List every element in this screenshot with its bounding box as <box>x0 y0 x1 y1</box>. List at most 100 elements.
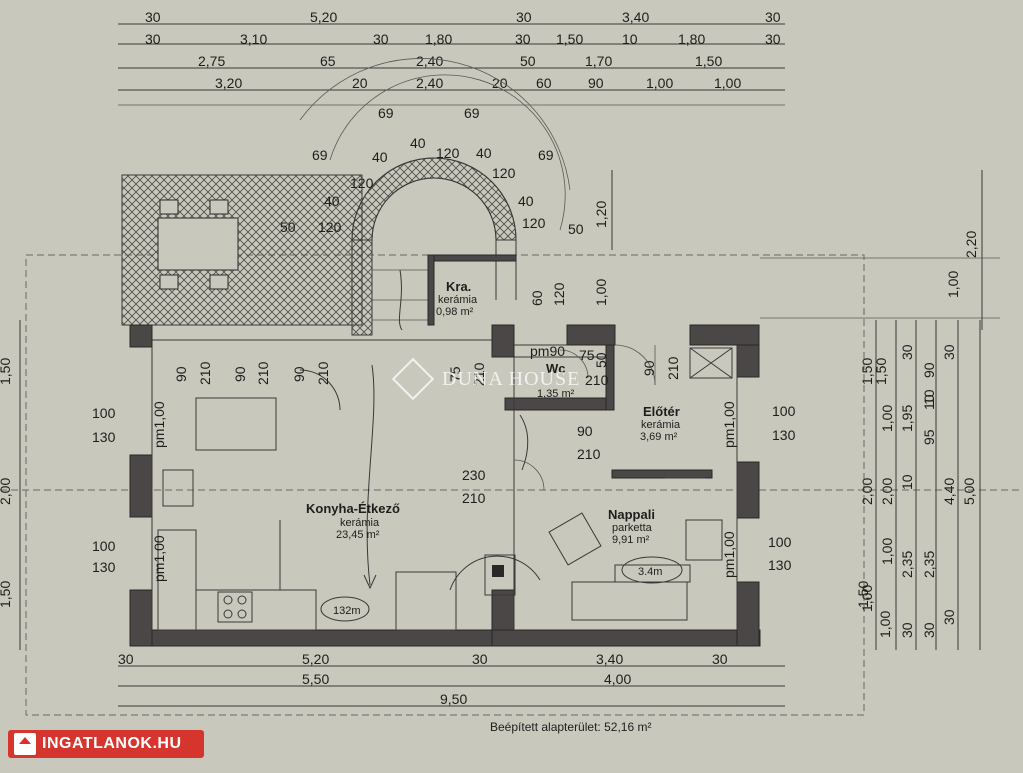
int-n100a: 100 <box>772 403 796 419</box>
int-d210c: 210 <box>315 361 331 385</box>
int-d210b: 210 <box>255 361 271 385</box>
handwritten-note-1: 132m <box>333 605 361 617</box>
int-pm4: pm1,00 <box>721 531 737 578</box>
walls <box>129 254 761 647</box>
portal-badge-text: INGATLANOK.HU <box>42 735 182 752</box>
built-area-label: Beépített alapterület: <box>490 720 601 734</box>
room-eloter-floor: kerámia <box>641 419 681 431</box>
dim-r2-3: 1,80 <box>425 31 452 47</box>
right-col-23: 30 <box>941 609 957 625</box>
int-d50: 50 <box>593 352 609 368</box>
dim-r3-2: 2,40 <box>416 53 443 69</box>
left-dim-1: 2,00 <box>0 478 13 505</box>
right-col-6: 10 <box>921 394 937 410</box>
right-col-13: 4,40 <box>941 478 957 505</box>
dim-r2-8: 30 <box>765 31 781 47</box>
right-col-15: 1,00 <box>859 585 875 612</box>
int-d90a: 90 <box>173 366 189 382</box>
room-wc-area: 1,35 m² <box>537 388 575 400</box>
portal-badge[interactable]: INGATLANOK.HU <box>8 730 204 758</box>
int-k100b: 100 <box>92 538 116 554</box>
stair-dim-12: 120 <box>318 219 342 235</box>
bottom-dim-1: 5,20 <box>302 651 329 667</box>
right-tall-0: 1,20 <box>593 201 609 228</box>
dim-r1-3: 3,40 <box>622 9 649 25</box>
int-d90c: 90 <box>291 366 307 382</box>
stair-dim-11: 50 <box>280 219 296 235</box>
stair-dim-4: 40 <box>476 145 492 161</box>
dim-r3-0: 2,75 <box>198 53 225 69</box>
spiral-stair <box>299 58 571 336</box>
duna-house-logo-icon <box>391 357 435 401</box>
room-konyha-floor: kerámia <box>340 517 380 529</box>
int-d75b: 75 <box>579 347 595 363</box>
dim-r4-7: 1,00 <box>714 75 741 91</box>
int-k130a: 130 <box>92 429 116 445</box>
dim-r4-3: 20 <box>492 75 508 91</box>
room-kamra-floor: kerámia <box>438 294 478 306</box>
duna-house-watermark: DUNA HOUSE <box>391 357 581 401</box>
right-col-22: 30 <box>921 622 937 638</box>
bottom-dim-7: 9,50 <box>440 691 467 707</box>
room-konyha-name: Konyha-Étkező <box>306 501 400 516</box>
right-col-5: 1,95 <box>899 405 915 432</box>
dim-r4-2: 2,40 <box>416 75 443 91</box>
int-k210: 210 <box>462 490 486 506</box>
int-n130a: 130 <box>772 427 796 443</box>
watermark-text: DUNA HOUSE <box>442 367 581 390</box>
right-col-14: 5,00 <box>961 478 977 505</box>
dim-r3-4: 1,70 <box>585 53 612 69</box>
int-pm1: pm1,00 <box>151 401 167 448</box>
room-nappali-name: Nappali <box>608 507 655 522</box>
door-arcs <box>513 344 656 491</box>
dim-r4-0: 3,20 <box>215 75 242 91</box>
int-pm3: pm1,00 <box>721 401 737 448</box>
built-area-value: 52,16 m² <box>604 720 652 734</box>
kitchen-furniture <box>157 369 541 631</box>
int-d75a: 75 <box>447 366 463 382</box>
right-col-8: 2,00 <box>859 478 875 505</box>
int-d90b: 90 <box>232 366 248 382</box>
stair-dim-3: 120 <box>436 145 460 161</box>
wall-lines <box>151 339 738 630</box>
int-d100: 1,00 <box>593 279 609 306</box>
bottom-dim-5: 5,50 <box>302 671 329 687</box>
right-col-16: 1,00 <box>879 538 895 565</box>
stair-dim-15: 50 <box>568 221 584 237</box>
room-wc-name: Wc <box>546 361 566 376</box>
room-nappali-floor: parketta <box>612 522 653 534</box>
right-dimension-lines <box>611 170 1000 650</box>
right-col-11: 95 <box>921 429 937 445</box>
stair-dim-13: 40 <box>518 193 534 209</box>
right-col-3: 30 <box>941 344 957 360</box>
int-d60: 60 <box>529 290 545 306</box>
int-d210wc: 210 <box>585 372 609 388</box>
room-kamra-name: Kra. <box>446 279 471 294</box>
right-col-21: 30 <box>899 622 915 638</box>
living-furniture <box>548 347 733 621</box>
right-col-1: 1,50 <box>859 358 875 385</box>
int-d210k: 210 <box>471 362 487 386</box>
stair-dim-7: 120 <box>492 165 516 181</box>
bottom-dim-6: 4,00 <box>604 671 631 687</box>
dim-r2-6: 10 <box>622 31 638 47</box>
int-pm2: pm1,00 <box>151 535 167 582</box>
right-col-2: 30 <box>899 344 915 360</box>
right-col-20: 1,00 <box>877 611 893 638</box>
room-kamra-area: 0,98 m² <box>436 306 474 318</box>
bottom-dimension-lines <box>118 665 785 707</box>
right-col-17: 2,35 <box>899 551 915 578</box>
int-e90: 90 <box>577 423 593 439</box>
left-dim-2: 1,50 <box>0 581 13 608</box>
bottom-dim-0: 30 <box>118 651 134 667</box>
stair-dim-6: 69 <box>538 147 554 163</box>
int-e210b: 210 <box>665 356 681 380</box>
int-d210a: 210 <box>197 361 213 385</box>
dim-r2-1: 3,10 <box>240 31 267 47</box>
stair-dim-2: 40 <box>410 135 426 151</box>
int-d120: 120 <box>551 282 567 306</box>
int-n130b: 130 <box>768 557 792 573</box>
right-tall-1: 2,20 <box>963 231 979 258</box>
dim-r1-0: 30 <box>145 9 161 25</box>
dim-r4-4: 60 <box>536 75 552 91</box>
